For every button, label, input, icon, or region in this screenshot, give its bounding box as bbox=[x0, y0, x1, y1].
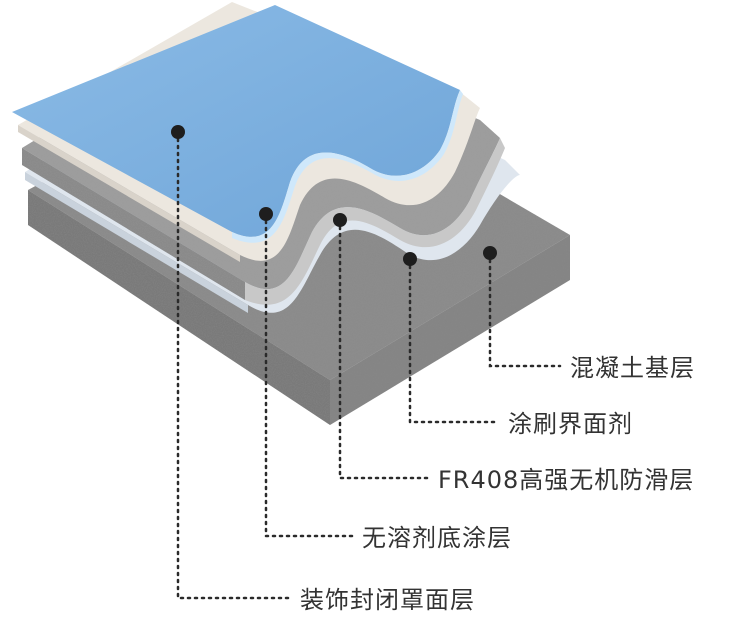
topcoat-layer bbox=[12, 5, 463, 243]
label-primer: 涂刷界面剂 bbox=[508, 410, 633, 438]
label-antislip: FR408高强无机防滑层 bbox=[438, 466, 694, 494]
leader-line-concrete bbox=[488, 251, 562, 368]
marker-dot-topcoat bbox=[171, 125, 185, 139]
leader-line-antislip bbox=[338, 218, 430, 480]
marker-dot-antislip bbox=[333, 213, 347, 227]
label-concrete: 混凝土基层 bbox=[570, 354, 695, 382]
label-topcoat: 装饰封闭罩面层 bbox=[300, 586, 475, 614]
marker-dot-undercoat bbox=[259, 207, 273, 221]
leader-lines bbox=[171, 125, 562, 600]
marker-dot-primer bbox=[403, 252, 417, 266]
leader-line-topcoat bbox=[176, 130, 292, 600]
marker-dot-concrete bbox=[483, 246, 497, 260]
leader-line-primer bbox=[408, 257, 500, 424]
label-undercoat: 无溶剂底涂层 bbox=[362, 524, 512, 552]
leader-line-undercoat bbox=[264, 212, 354, 538]
